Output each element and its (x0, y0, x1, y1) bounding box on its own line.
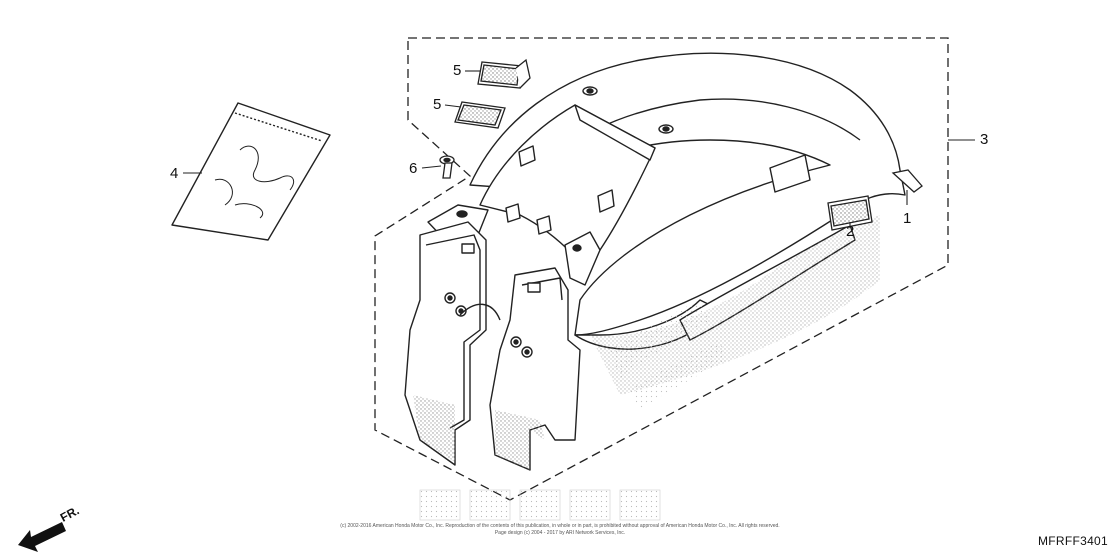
front-direction-arrow (18, 522, 66, 552)
page-design-notice: Page design (c) 2004 - 2017 by ARI Netwo… (494, 530, 626, 536)
assembly-bracket (374, 37, 949, 501)
part-5-reflector-top (477, 58, 531, 89)
left-flap-shading (413, 395, 455, 462)
part-4-bag (171, 102, 331, 241)
honda-watermark (419, 489, 661, 521)
fender-shading (590, 215, 880, 395)
callout-3: 3 (980, 131, 989, 148)
diagram-code: MFRFF3401 (1037, 534, 1108, 548)
honda-wing-watermark (610, 300, 725, 410)
copyright-notice: (c) 2002-2016 American Honda Motor Co., … (340, 523, 780, 529)
part-2-reflector (827, 195, 873, 231)
callout-5-bottom: 5 (433, 96, 442, 113)
callout-6: 6 (409, 160, 418, 177)
right-flap-shading (495, 410, 545, 470)
part-5-reflector-bottom (454, 101, 506, 129)
part-1-strip (891, 169, 923, 193)
callout-2: 2 (846, 223, 855, 240)
callout-4: 4 (170, 165, 179, 182)
callout-5-top: 5 (453, 62, 462, 79)
leader-lines (183, 70, 975, 228)
part-6-clip (439, 155, 455, 179)
callout-1: 1 (903, 210, 912, 227)
